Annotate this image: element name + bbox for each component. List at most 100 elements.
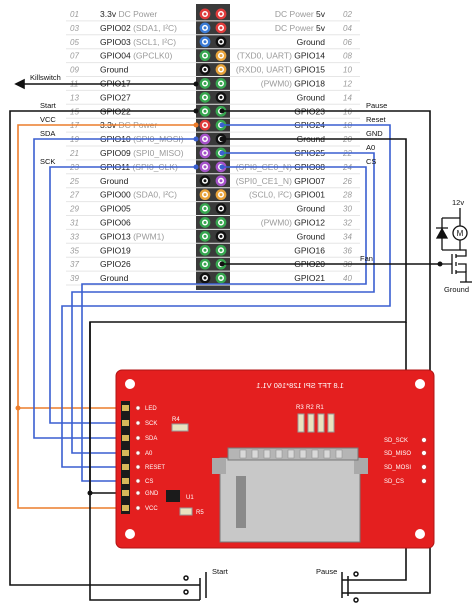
pause-button[interactable]: Pause: [316, 567, 360, 603]
pin-label-right: Ground: [297, 37, 326, 47]
pin-label-right: (PWM0) GPIO12: [261, 217, 326, 227]
sd-pad: [420, 436, 428, 444]
ground-label: Ground: [444, 285, 469, 294]
pin-number-right: 06: [343, 38, 352, 47]
pin-left-dot: [203, 54, 207, 58]
lcd-pin: [122, 435, 129, 441]
sd-pin-label: SD_MISO: [384, 451, 411, 457]
pin-number-right: 36: [343, 246, 352, 255]
pin-label-left: GPIO04 (GPCLK0): [100, 51, 172, 61]
lcd-pin-label: SDA: [145, 436, 157, 442]
comp-r5: R5: [196, 510, 204, 516]
pin-left-dot: [203, 165, 207, 169]
sck-wire: [49, 166, 196, 424]
pin-label-left: GPIO09 (SPI0_MISO): [100, 148, 184, 158]
comp-r1: R1: [316, 405, 324, 411]
a0-wire-label: A0: [366, 143, 375, 152]
pin-number-right: 10: [343, 66, 352, 75]
sd-contact: [335, 449, 343, 459]
comp-r2: R2: [306, 405, 314, 411]
pin-left-dot: [203, 123, 207, 127]
pin-left-dot: [203, 137, 207, 141]
sd-contact: [323, 449, 331, 459]
pin-number-left: 21: [69, 149, 79, 158]
pin-number-left: 25: [69, 177, 79, 186]
pin-left-dot: [203, 68, 207, 72]
pin-label-right: Ground: [297, 231, 326, 241]
pin-right-dot: [219, 276, 223, 280]
pin-label-left: GPIO06: [100, 217, 131, 227]
sd-pad: [420, 477, 428, 485]
pin-label-left: GPIO00 (SDA0, I²C): [100, 190, 177, 200]
pin-right-dot: [219, 54, 223, 58]
comp-u1: U1: [186, 495, 194, 501]
sd-contact: [287, 449, 295, 459]
pin-left-dot: [203, 40, 207, 44]
lcd-pin: [122, 405, 129, 411]
pin-label-right: DC Power 5v: [275, 9, 326, 19]
lcd-pin-label: RESET: [145, 465, 165, 471]
lcd-pin: [122, 490, 129, 496]
cs-wire: [81, 166, 367, 482]
pin-number-right: 14: [343, 93, 352, 102]
pin-left-dot: [203, 193, 207, 197]
pin-number-left: 33: [70, 232, 79, 241]
pin-left-dot: [203, 179, 207, 183]
reset-wire: [61, 124, 391, 468]
sd-pin-label: SD_SCK: [384, 438, 408, 444]
reset-wire-label: Reset: [366, 115, 387, 124]
pin-number-left: 01: [70, 10, 79, 19]
pause-button-label: Pause: [316, 567, 337, 576]
pin-left-dot: [203, 26, 207, 30]
pin-left-dot: [203, 276, 207, 280]
pin-label-left: 3.3v DC Power: [100, 9, 157, 19]
pause-wire: [222, 110, 431, 594]
pin-right-dot: [219, 26, 223, 30]
lcd-pad: [135, 420, 141, 426]
pin-left-dot: [203, 248, 207, 252]
lcd-pad: [135, 450, 141, 456]
pin-label-left: Ground: [100, 176, 129, 186]
mosfet-icon: [440, 249, 467, 282]
sd-pin-label: SD_CS: [384, 479, 404, 485]
sd-pad: [420, 449, 428, 457]
lcd-module: 1.8 TFT SPI 128*160 V1.1 LEDSCKSDAA0RESE…: [115, 369, 435, 549]
pin-right-dot: [219, 248, 223, 252]
vcc-wire: [17, 124, 196, 509]
pin-right-dot: [219, 179, 223, 183]
pin-label-left: GPIO13 (PWM1): [100, 231, 164, 241]
gnd-rail: [89, 322, 200, 601]
pin-number-left: 39: [70, 274, 79, 283]
lcd-pin-label: A0: [145, 451, 153, 457]
sda-wire: [33, 138, 196, 439]
pin-number-right: 34: [343, 232, 352, 241]
killswitch-label: Killswitch: [30, 73, 61, 82]
sd-contact: [311, 449, 319, 459]
pin-number-right: 32: [343, 218, 352, 227]
lcd-pad: [135, 435, 141, 441]
sd-contact: [299, 449, 307, 459]
pin-number-left: 29: [69, 205, 79, 214]
vcc-wire-label: VCC: [40, 115, 56, 124]
start-button[interactable]: Start: [180, 567, 229, 600]
lcd-pad: [135, 490, 141, 496]
fan-wire-label: Fan: [360, 254, 373, 263]
pin-number-right: 26: [342, 177, 352, 186]
a0-wire: [71, 152, 375, 454]
pause-wire-label: Pause: [366, 101, 387, 110]
sd-pin-label: SD_MOSI: [384, 465, 411, 471]
pin-right-dot: [219, 12, 223, 16]
pin-right-dot: [219, 95, 223, 99]
pin-number-right: 40: [343, 274, 352, 283]
pin-number-left: 35: [70, 246, 79, 255]
wires: [9, 78, 440, 601]
lcd-pad: [135, 478, 141, 484]
pin-label-left: GPIO19: [100, 245, 131, 255]
pin-right-dot: [219, 220, 223, 224]
pin-label-right: (SPI0_CE1_N) GPIO07: [236, 176, 326, 186]
pin-label-left: Ground: [100, 273, 129, 283]
start-wire: [9, 110, 196, 586]
pin-left-dot: [203, 234, 207, 238]
pin-left-dot: [203, 12, 207, 16]
